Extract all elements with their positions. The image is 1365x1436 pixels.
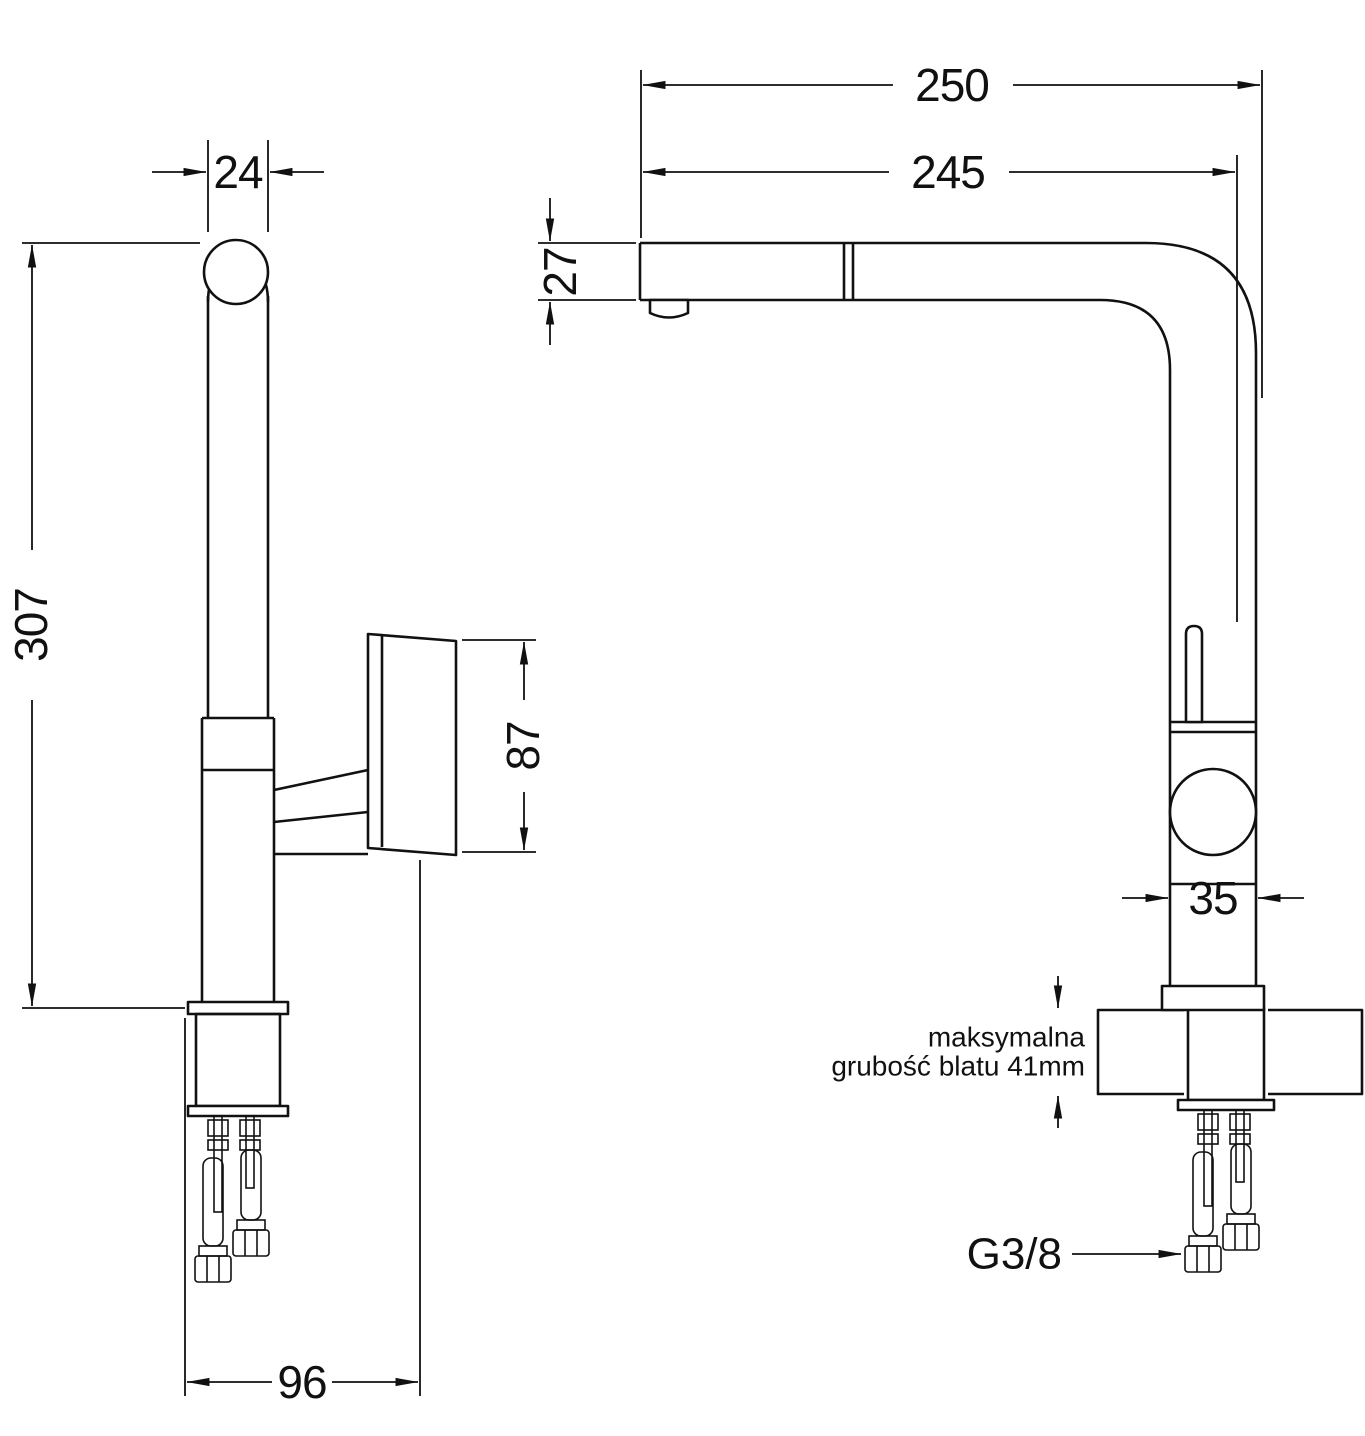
dim-text-spout-reach: 245	[911, 146, 985, 198]
dim-total-height-307: 307	[5, 242, 200, 1009]
threaded-shank	[194, 1012, 282, 1108]
hose-right	[1230, 1143, 1252, 1215]
dim-base-offset-96: 96	[184, 860, 421, 1408]
mounting-hardware-left	[194, 1115, 270, 1283]
faucet-front-outline	[638, 241, 1258, 988]
hex-nut	[232, 1229, 270, 1257]
countertop-section: maksymalna grubość blatu 41mm	[831, 976, 1364, 1128]
dim-text-total-reach: 250	[915, 59, 989, 111]
hose-right	[240, 1149, 262, 1221]
handle-lever-front	[1184, 624, 1204, 724]
dim-text-spout-height: 27	[534, 247, 586, 296]
dim-text-pipe-width: 24	[213, 146, 263, 198]
spout-end-circle	[202, 238, 270, 306]
dim-text-total-height: 307	[5, 588, 57, 662]
handle-lever-side	[366, 632, 458, 857]
thread-label: G3/8	[967, 1230, 1062, 1279]
dim-text-handle-length: 87	[497, 721, 549, 770]
dim-total-reach-250: 250	[640, 59, 1263, 398]
mounting-hardware-right	[1184, 1109, 1260, 1273]
left-view: 24 307 87 96	[5, 140, 549, 1408]
faucet-side-outline	[186, 238, 458, 1118]
dim-text-body-diameter: 35	[1188, 872, 1237, 924]
hose-left	[202, 1157, 224, 1247]
dim-handle-length-87: 87	[462, 639, 549, 853]
washer	[186, 1104, 290, 1118]
base-plate	[186, 1000, 290, 1016]
dim-spout-reach-245: 245	[642, 146, 1238, 622]
hex-nut-g38	[1184, 1245, 1222, 1273]
dim-pipe-width-24: 24	[152, 140, 324, 232]
right-view: maksymalna grubość blatu 41mm	[534, 59, 1364, 1279]
countertop-note-line2: grubość blatu 41mm	[831, 1051, 1085, 1082]
hex-nut	[1222, 1223, 1260, 1251]
dim-text-base-offset: 96	[277, 1356, 326, 1408]
thread-callout-g38: G3/8	[967, 1230, 1182, 1279]
dim-body-diameter-35: 35	[1122, 872, 1304, 924]
washer-front	[1176, 1098, 1276, 1112]
hose-left	[1192, 1151, 1214, 1237]
dim-spout-height-27: 27	[534, 198, 636, 345]
countertop-note-line1: maksymalna	[928, 1022, 1086, 1053]
hex-nut	[194, 1255, 232, 1283]
base-flange	[1160, 984, 1266, 1012]
aerator	[648, 298, 690, 319]
handle-joint-circle	[1168, 767, 1258, 857]
